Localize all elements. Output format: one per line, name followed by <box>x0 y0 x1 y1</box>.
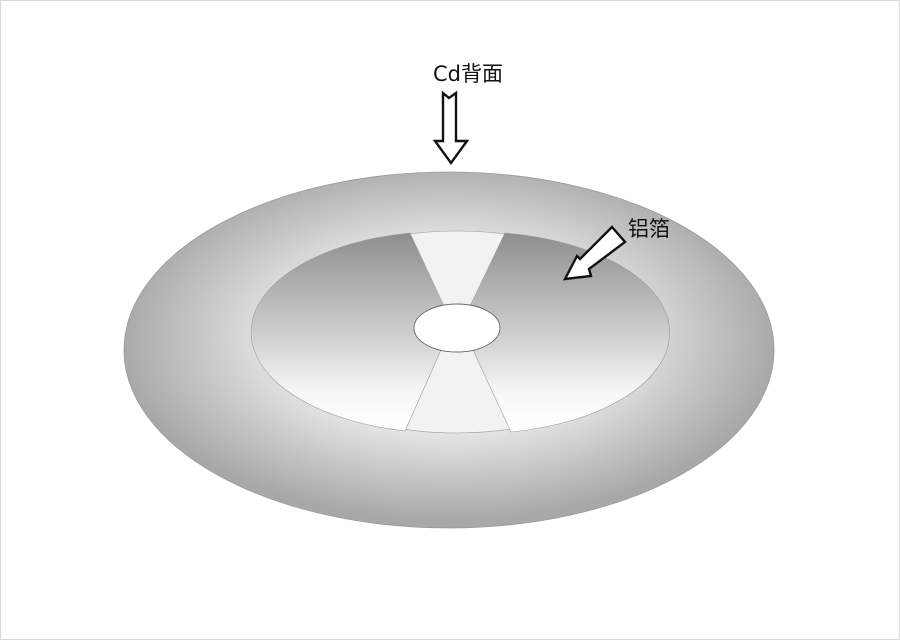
cd-back-label: Cd背面 <box>433 62 503 86</box>
hollow-diagonal-arrow-icon <box>562 225 627 281</box>
foil-sector-left <box>250 232 444 432</box>
hollow-down-arrow-icon <box>432 90 470 166</box>
aluminum-foil-label: 铝箔 <box>628 217 670 241</box>
foil-sector-right <box>470 232 670 433</box>
center-hole <box>413 303 501 353</box>
